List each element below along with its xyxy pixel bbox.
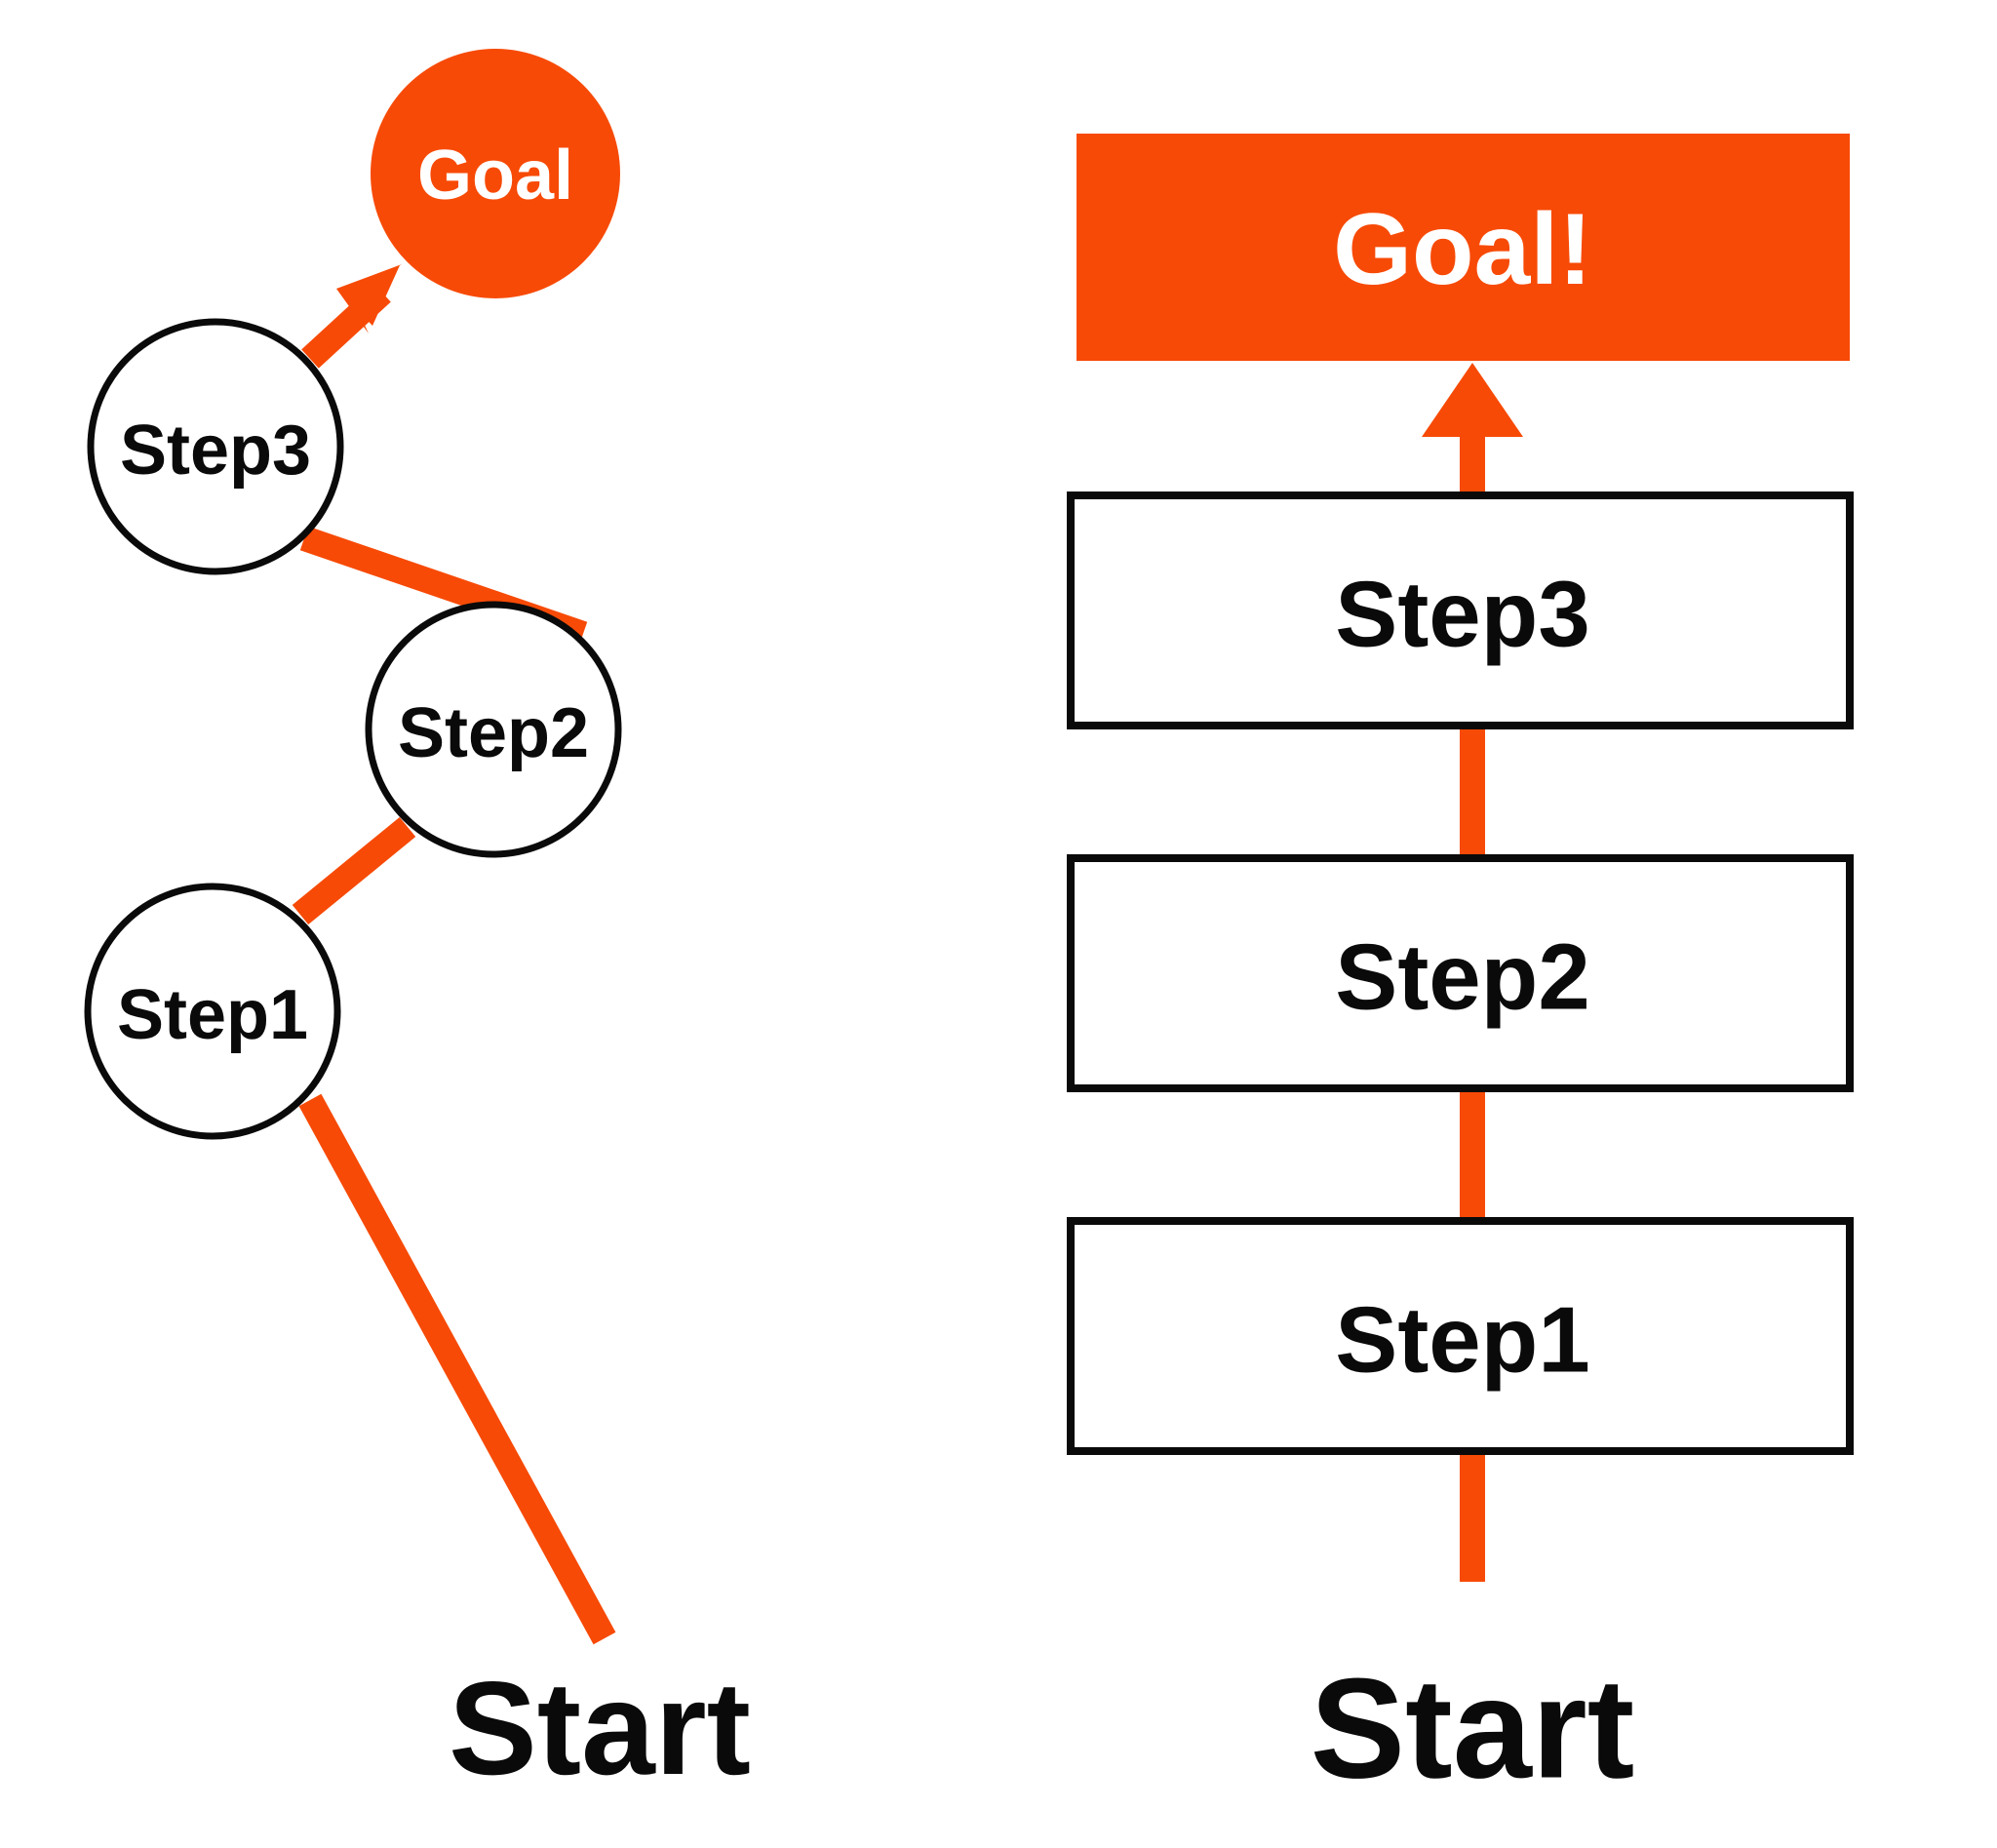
- left-diagram-group: Goal Step3 Step2 Step1 Start: [84, 49, 751, 1802]
- left-step3-circle[interactable]: [87, 318, 344, 575]
- right-goal-label: Goal!: [1333, 193, 1592, 306]
- arrow-step3-to-goal: [301, 264, 402, 369]
- connector-step1-to-step2: [292, 816, 416, 925]
- left-goal-circle[interactable]: [371, 49, 620, 298]
- left-goal-label: Goal: [417, 137, 573, 215]
- right-start-label: Start: [1311, 1649, 1635, 1808]
- left-step2-circle[interactable]: [365, 601, 622, 858]
- arrow-head-fill-icon: [336, 264, 402, 334]
- right-step3-box[interactable]: [1067, 491, 1854, 729]
- left-step2-label: Step2: [398, 694, 589, 772]
- left-step3-label: Step3: [120, 412, 311, 490]
- right-step1-label: Step1: [1335, 1288, 1589, 1393]
- left-step1-label: Step1: [117, 976, 308, 1054]
- right-step3-label: Step3: [1335, 563, 1589, 667]
- connector-start-to-step1: [298, 1093, 616, 1645]
- right-arrow-head-icon: [1422, 363, 1523, 437]
- right-diagram-group: Goal! Step3 Step2 Step1 Start: [1067, 134, 1854, 1808]
- arrow-head-icon: [341, 265, 400, 326]
- right-step2-box[interactable]: [1067, 854, 1854, 1092]
- right-step2-label: Step2: [1335, 925, 1589, 1030]
- left-start-label: Start: [449, 1654, 751, 1802]
- right-step1-box[interactable]: [1067, 1217, 1854, 1455]
- right-goal-box[interactable]: [1077, 134, 1850, 361]
- left-step1-circle[interactable]: [84, 883, 341, 1140]
